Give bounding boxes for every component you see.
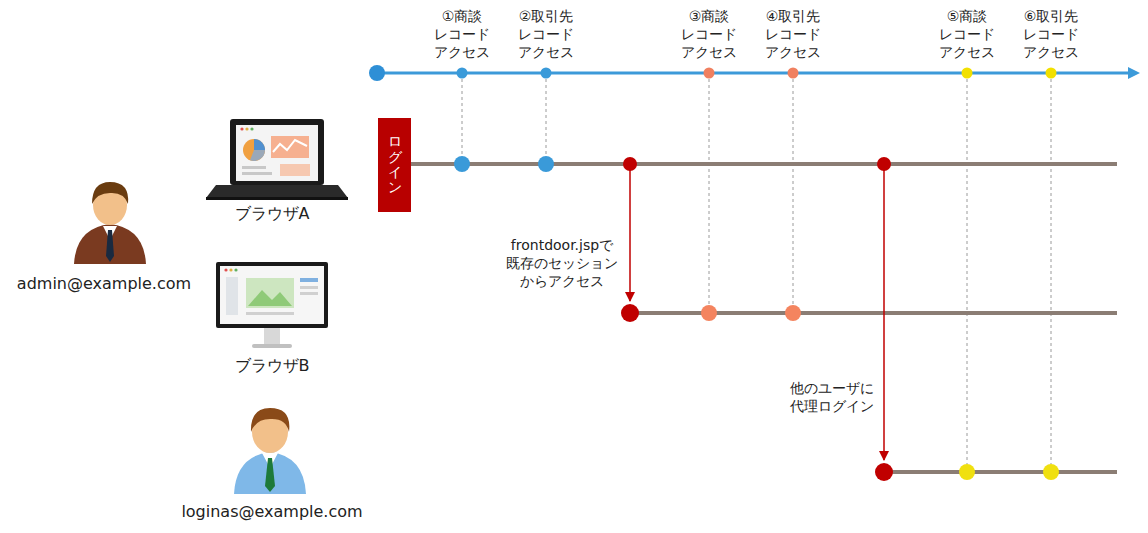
- person-icon: [265, 458, 275, 492]
- laptop-icon: [240, 127, 243, 130]
- access-dot: [538, 156, 554, 172]
- step-label: ③商談 レコード アクセス: [677, 8, 741, 62]
- login-tab: ログイン: [378, 118, 411, 212]
- session-arrow: [630, 170, 884, 460]
- laptop-icon: [254, 139, 265, 150]
- laptop-icon: [230, 119, 324, 185]
- person-icon: [74, 182, 146, 264]
- timeline-dot: [704, 68, 715, 79]
- monitor-icon: [300, 286, 318, 289]
- step-label: ④取引先 レコード アクセス: [761, 8, 825, 62]
- access-dot: [454, 156, 1059, 481]
- monitor-icon: [220, 266, 324, 324]
- guide-line: [462, 79, 1051, 464]
- laptop-icon: [206, 197, 348, 200]
- laptop-icon: [250, 127, 253, 130]
- access-dot: [623, 157, 637, 171]
- laptop-icon: [271, 136, 309, 158]
- monitor-icon: [216, 262, 328, 348]
- person-icon: [74, 224, 146, 264]
- access-dot: [959, 464, 975, 480]
- access-dot: [877, 157, 891, 171]
- step-label: ⑤商談 レコード アクセス: [935, 8, 999, 62]
- session-line: [882, 470, 1117, 474]
- timeline-axis: [377, 72, 1130, 75]
- monitor-icon: [248, 290, 292, 306]
- monitor-icon: [224, 268, 227, 271]
- timeline-axis: [369, 65, 1140, 81]
- session-arrow: [883, 170, 885, 460]
- laptop-icon: [243, 139, 265, 161]
- laptop-icon: [236, 125, 318, 181]
- guide-line: [967, 79, 968, 464]
- monitor-icon: [216, 262, 328, 328]
- guide-line: [1051, 79, 1052, 464]
- arrow-note: frontdoor.jspで 既存のセッション からアクセス: [502, 237, 622, 291]
- arrow-note: 他のユーザに 代理ログイン: [786, 380, 878, 416]
- laptop-icon: [245, 127, 248, 130]
- timeline-axis: [369, 65, 385, 81]
- laptop-icon: [280, 164, 310, 176]
- monitor-icon: [226, 277, 238, 315]
- timeline-axis: [1128, 67, 1140, 79]
- guide-line: [546, 79, 547, 156]
- monitor-icon: [246, 312, 294, 315]
- laptop-icon: [206, 185, 348, 198]
- monitor-icon: [252, 344, 292, 348]
- laptop-icon: [242, 172, 272, 175]
- monitor-icon: [300, 292, 318, 295]
- step-label: ①商談 レコード アクセス: [430, 8, 494, 62]
- access-dot: [1043, 464, 1059, 480]
- laptop-icon: [242, 166, 266, 169]
- timeline-dot: [541, 68, 552, 79]
- step-label: ⑥取引先 レコード アクセス: [1019, 8, 1083, 62]
- step-label: ②取引先 レコード アクセス: [514, 8, 578, 62]
- monitor-icon: [300, 278, 318, 282]
- person-icon: [234, 408, 306, 494]
- person-icon: [106, 230, 114, 262]
- access-dot: [785, 305, 801, 321]
- timeline-dot: [457, 68, 468, 79]
- monitor-icon: [264, 328, 280, 344]
- session-line: [411, 162, 1117, 166]
- timeline-dot: [962, 68, 973, 79]
- access-dot: [875, 463, 893, 481]
- guide-line: [462, 79, 463, 156]
- monitor-icon: [229, 268, 232, 271]
- session-arrow: [629, 170, 631, 301]
- browser-label: ブラウザB: [235, 356, 310, 376]
- monitor-icon: [246, 278, 294, 308]
- access-dot: [454, 156, 470, 172]
- laptop-icon: [250, 150, 265, 161]
- vertical-label: ログイン: [388, 134, 402, 196]
- guide-line: [793, 79, 794, 305]
- laptop-icon: [206, 119, 348, 200]
- timeline-dot: [457, 68, 1057, 79]
- laptop-icon: [273, 140, 307, 152]
- timeline-dot: [788, 68, 799, 79]
- user-email: admin@example.com: [17, 274, 191, 294]
- person-icon: [251, 408, 289, 432]
- browser-label: ブラウザA: [235, 204, 310, 224]
- user-email: loginas@example.com: [181, 502, 362, 522]
- access-dot: [701, 305, 717, 321]
- person-icon: [234, 452, 306, 494]
- timeline-dot: [1046, 68, 1057, 79]
- guide-line: [709, 79, 710, 305]
- access-dot: [621, 304, 639, 322]
- person-icon: [92, 182, 128, 204]
- session-line: [411, 164, 1117, 472]
- monitor-icon: [234, 268, 237, 271]
